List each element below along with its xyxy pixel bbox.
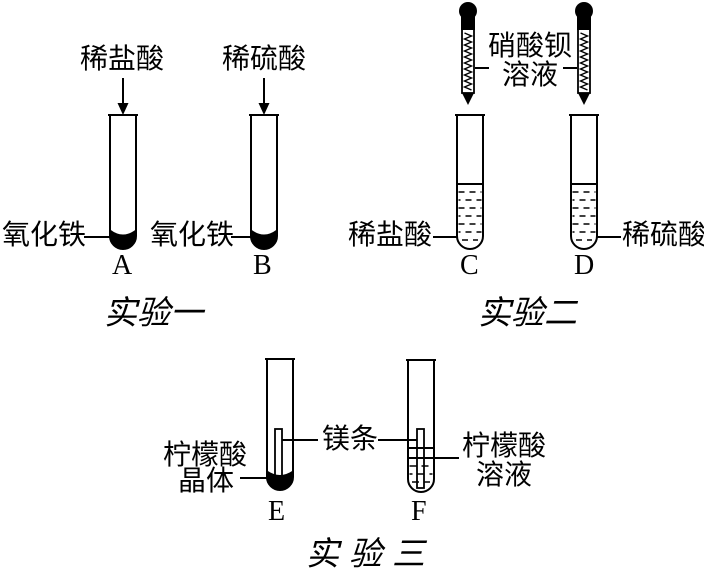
- iron-oxide-solid-a: [109, 228, 137, 250]
- liquid-citric-acid: [408, 447, 434, 483]
- dropper-label-line2: 溶液: [502, 60, 559, 91]
- dropper-liquid-texture: [462, 32, 474, 91]
- solid-label-a: 氧化铁: [2, 220, 87, 251]
- tube-letter-e: E: [268, 496, 286, 527]
- test-tube-b: [249, 114, 279, 250]
- liquid-hcl: [457, 183, 483, 241]
- experiment1-title: 实验一: [104, 296, 203, 332]
- test-tube-e: [265, 358, 295, 491]
- experiment3-title: 实验三: [306, 537, 435, 573]
- test-tube-d: [569, 114, 599, 250]
- tube-letter-a: A: [112, 250, 133, 281]
- dropper-liquid-texture: [578, 32, 590, 91]
- dropper-right: [563, 2, 593, 105]
- experiment2-title: 实验二: [478, 296, 577, 332]
- solid-label-b: 氧化铁: [150, 220, 235, 251]
- magnesium-label: 镁条: [322, 424, 379, 455]
- dropper-label-line1: 硝酸钡: [488, 31, 573, 62]
- dropper-tip: [578, 93, 590, 105]
- pour-arrow-b: [258, 78, 270, 115]
- citric-acid-crystals: [266, 470, 294, 491]
- liquid-h2so4: [571, 183, 597, 241]
- solution-label-line2: 溶液: [476, 460, 533, 491]
- tube-letter-f: F: [411, 496, 427, 527]
- dropper-tip: [462, 93, 474, 105]
- iron-oxide-solid-b: [250, 228, 278, 250]
- crystal-label-line1: 柠檬酸: [163, 440, 248, 471]
- pour-arrow-a: [117, 78, 129, 115]
- solution-label-line1: 柠檬酸: [462, 431, 547, 462]
- tube-letter-d: D: [574, 250, 595, 281]
- reagent-label-a: 稀盐酸: [80, 44, 165, 75]
- tube-letter-b: B: [253, 250, 272, 281]
- liquid-label-d: 稀硫酸: [622, 220, 704, 251]
- test-tube-c: [455, 114, 485, 250]
- crystal-label-line2: 晶体: [178, 466, 235, 497]
- test-tube-a: [108, 114, 138, 250]
- tube-letter-c: C: [460, 250, 479, 281]
- dropper-left: [459, 2, 489, 105]
- test-tube-f: [406, 359, 436, 493]
- magnesium-strip-e: [274, 428, 283, 479]
- liquid-label-c: 稀盐酸: [348, 220, 433, 251]
- reagent-label-b: 稀硫酸: [222, 44, 307, 75]
